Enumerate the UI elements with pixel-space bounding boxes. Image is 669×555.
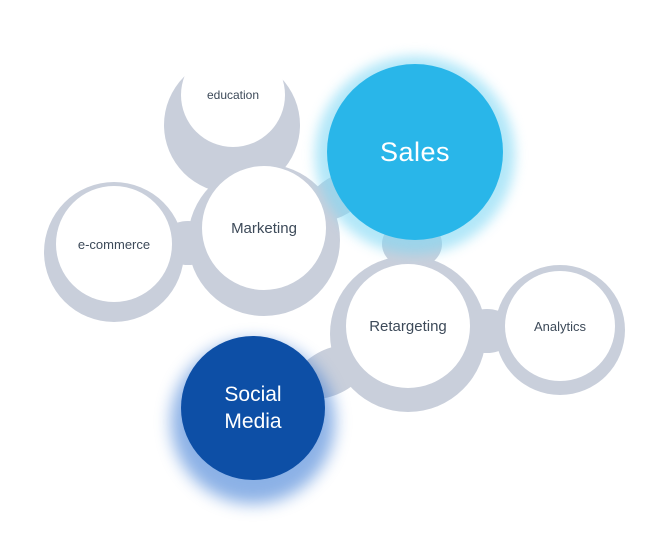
node-marketing-label: Marketing — [231, 219, 297, 237]
node-social-media-label: Social Media — [224, 382, 282, 433]
node-education: education — [181, 43, 285, 147]
node-sales: Sales — [327, 64, 503, 240]
node-analytics: Analytics — [505, 271, 615, 381]
node-retargeting: Retargeting — [346, 264, 470, 388]
node-sales-label: Sales — [379, 136, 451, 167]
node-ecommerce-label: e-commerce — [77, 236, 151, 252]
node-social-media: Social Media — [181, 336, 325, 480]
node-retargeting-label: Retargeting — [369, 317, 447, 335]
node-marketing: Marketing — [202, 166, 326, 290]
node-analytics-label: Analytics — [533, 318, 587, 334]
node-ecommerce: e-commerce — [56, 186, 172, 302]
node-education-label: education — [206, 88, 260, 102]
